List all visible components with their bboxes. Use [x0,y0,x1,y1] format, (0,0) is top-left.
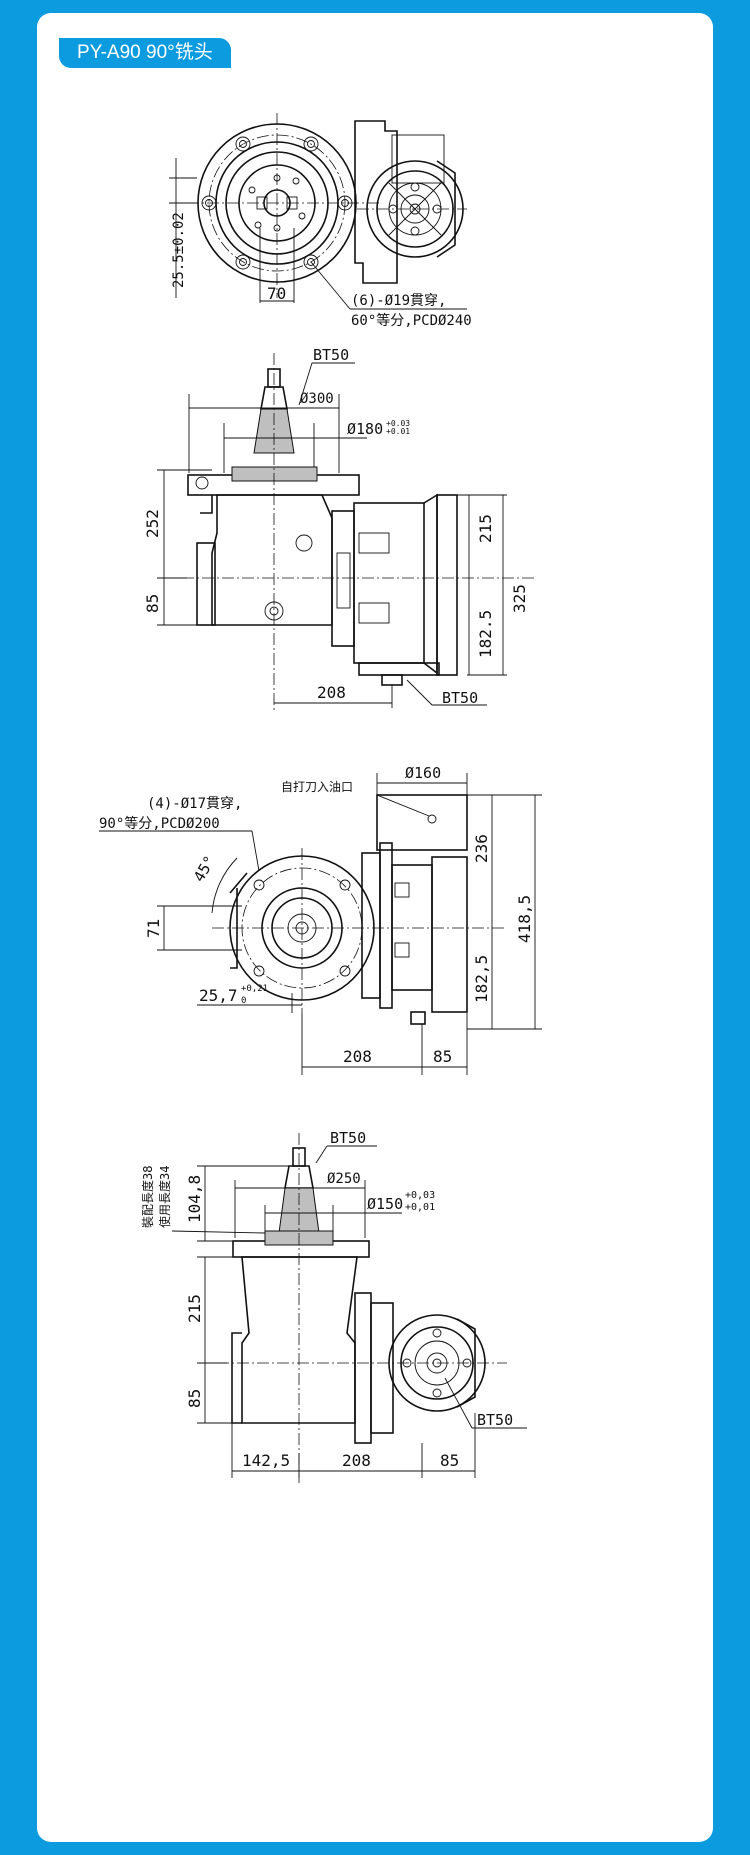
view1-top-view: 25.5±0.02 70 (6)-Ø19貫穿, 60°等分,PCDØ240 [169,113,472,329]
view2-d180: Ø180 [347,420,383,438]
view3-d25-7-up: +0,21 [241,984,268,994]
view3-d418-5: 418,5 [515,895,534,943]
view2-d182-5: 182.5 [476,610,495,658]
view3-d160: Ø160 [405,764,441,782]
view2-d325: 325 [510,584,529,613]
view1-dim-70: 70 [267,284,286,303]
view3-d71: 71 [144,919,163,938]
view4-bt50-top: BT50 [330,1129,366,1147]
view4-d150-dn: +0,01 [405,1202,435,1213]
view4-d85b: 85 [440,1451,459,1470]
view4-use-len: 使用長度34 [157,1166,172,1228]
view4-bt50-right: BT50 [477,1411,513,1429]
view3-d25-7-dn: 0 [241,996,246,1006]
view1-note-line1: (6)-Ø19貫穿, [351,293,446,309]
view3-d25-7: 25,7 [199,986,238,1005]
view3-d182-5: 182,5 [472,955,491,1003]
view2-d215: 215 [476,514,495,543]
view2-d208: 208 [317,683,346,702]
view1-dim-25-5: 25.5±0.02 [171,212,187,288]
view4-d208: 208 [342,1451,371,1470]
view1-note-line2: 60°等分,PCDØ240 [351,312,472,329]
view2-bt50-top: BT50 [313,346,349,364]
view4-d215: 215 [185,1294,204,1323]
view3-note-line1: (4)-Ø17貫穿, [147,796,242,812]
view3-angle45: 45° [190,853,219,885]
view4-d150: Ø150 [367,1195,403,1213]
view2-d300: Ø300 [300,391,334,407]
view4-assembly-len: 裝配長度38 [140,1166,155,1228]
view4-d250: Ø250 [327,1171,361,1187]
view4-section-view: BT50 Ø250 Ø150 +0,03 +0,01 [140,1129,527,1483]
view3-d208: 208 [343,1047,372,1066]
view2-bt50-bottom: BT50 [442,689,478,707]
view3-side-view: 自打刀入油口 Ø160 [99,764,542,1075]
view3-note-line2: 90°等分,PCDØ200 [99,815,220,832]
view2-d85: 85 [143,594,162,613]
view4-d150-up: +0,03 [405,1190,435,1201]
view3-oil-label: 自打刀入油口 [281,780,353,794]
view4-d104-8: 104,8 [185,1175,204,1223]
view2-d180-tol-up: +0.03 [386,419,410,428]
view4-d85: 85 [185,1389,204,1408]
content-card: PY-A90 90°铣头 [37,13,713,1842]
page-title: PY-A90 90°铣头 [59,38,231,68]
view3-d236: 236 [472,834,491,863]
view3-d85: 85 [433,1047,452,1066]
view2-d180-tol-dn: +0.01 [386,427,410,436]
view2-d252: 252 [143,509,162,538]
technical-drawing: 25.5±0.02 70 (6)-Ø19貫穿, 60°等分,PCDØ240 BT… [99,113,542,1483]
view2-front-view: BT50 Ø300 Ø180 +0.03 +0.01 [143,346,537,713]
view4-d142-5: 142,5 [242,1451,290,1470]
